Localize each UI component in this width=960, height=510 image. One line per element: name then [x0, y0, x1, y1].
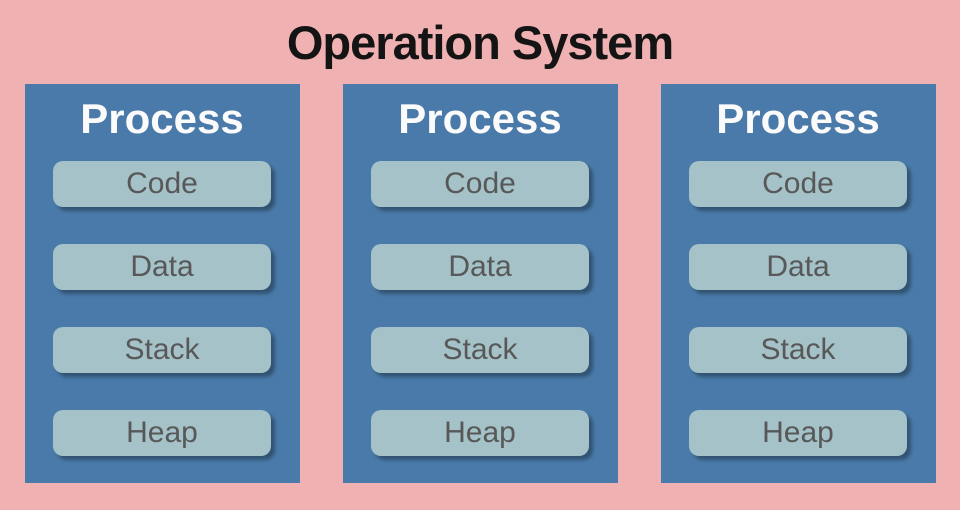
- memory-box-heap: Heap: [53, 410, 271, 456]
- panel-title: Process: [80, 94, 244, 142]
- memory-segments: Code Data Stack Heap: [343, 161, 618, 456]
- memory-box-data: Data: [689, 244, 907, 290]
- memory-box-code: Code: [689, 161, 907, 207]
- memory-box-stack: Stack: [371, 327, 589, 373]
- process-panels-row: Process Code Data Stack Heap Process Cod…: [0, 84, 960, 483]
- memory-box-stack: Stack: [689, 327, 907, 373]
- memory-box-heap: Heap: [371, 410, 589, 456]
- memory-box-code: Code: [53, 161, 271, 207]
- memory-box-heap: Heap: [689, 410, 907, 456]
- memory-box-code: Code: [371, 161, 589, 207]
- memory-box-data: Data: [53, 244, 271, 290]
- memory-segments: Code Data Stack Heap: [25, 161, 300, 456]
- memory-box-data: Data: [371, 244, 589, 290]
- process-panel-1: Process Code Data Stack Heap: [24, 84, 300, 483]
- process-panel-3: Process Code Data Stack Heap: [660, 84, 936, 483]
- page-title: Operation System: [286, 15, 674, 69]
- panel-title: Process: [398, 94, 562, 142]
- memory-box-stack: Stack: [53, 327, 271, 373]
- memory-segments: Code Data Stack Heap: [661, 161, 936, 456]
- panel-title: Process: [716, 94, 880, 142]
- process-panel-2: Process Code Data Stack Heap: [342, 84, 618, 483]
